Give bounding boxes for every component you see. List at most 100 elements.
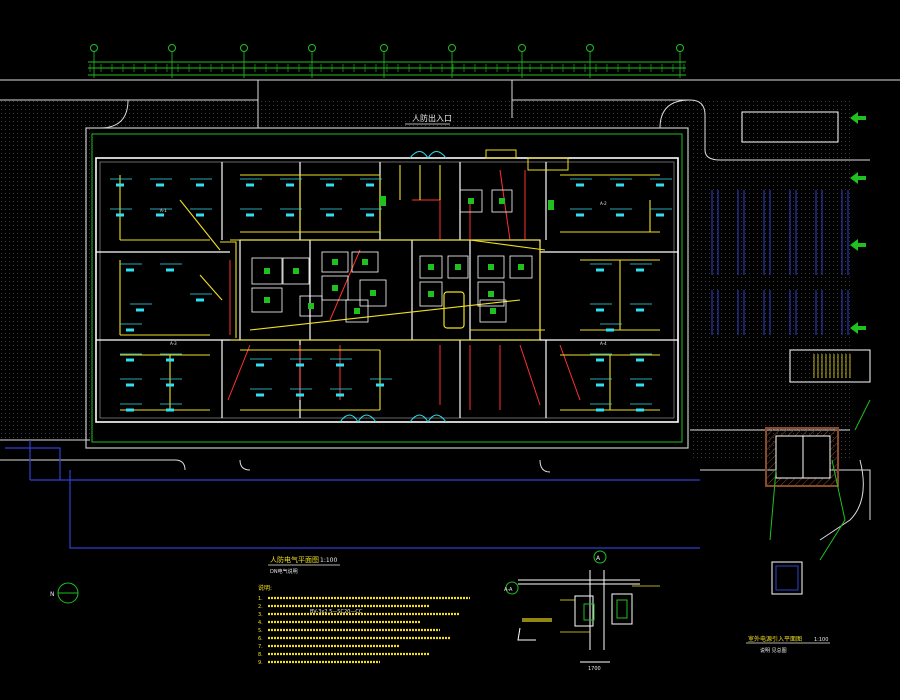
equipment-block (477, 281, 505, 307)
equipment-block (299, 295, 323, 317)
light-fixture-icon (286, 213, 294, 217)
green-arrow-icon (850, 112, 866, 124)
light-fixture-icon (246, 213, 254, 217)
equipment-block (345, 299, 369, 323)
equipment-blocks (251, 149, 569, 329)
detail-dim: 1700 (588, 666, 601, 672)
light-fixture-icon (166, 408, 174, 412)
light-fixture-icon (246, 183, 254, 187)
axis-bubble-icon (586, 44, 594, 52)
top-right-block (741, 111, 839, 143)
light-fixture-icon (606, 328, 614, 332)
light-fixture-icon (576, 213, 584, 217)
label-box (527, 157, 569, 171)
light-fixture-icon (616, 183, 624, 187)
light-fixture-icon (636, 408, 644, 412)
parking-stripes (711, 190, 849, 335)
equipment-block (359, 279, 387, 307)
light-fixture-icon (366, 213, 374, 217)
equipment-block (321, 251, 349, 273)
site-scale: 1:100 (814, 637, 828, 643)
label-box (485, 149, 517, 159)
entrance-label: 人防出入口 (412, 113, 452, 123)
site-substation-box (771, 561, 803, 595)
earth-fill-right (690, 100, 850, 460)
notes-heading: 说明: (258, 584, 272, 592)
axis-bubble-icon (448, 44, 456, 52)
green-arrow-icon (850, 239, 866, 251)
note-line: 4. (258, 620, 263, 626)
equipment-block (459, 189, 483, 213)
light-fixture-icon (166, 383, 174, 387)
light-fixture-icon (166, 358, 174, 362)
equipment-block (282, 257, 310, 285)
equipment-block (419, 255, 443, 279)
annex-stair (789, 349, 871, 383)
light-fixture-icon (156, 213, 164, 217)
light-fixture-icon (126, 328, 134, 332)
light-fixtures (110, 178, 672, 412)
light-fixture-icon (116, 213, 124, 217)
light-fixture-icon (596, 268, 604, 272)
light-fixture-icon (196, 298, 204, 302)
detail-bubble-a (593, 550, 607, 564)
site-subtitle: 说明 见总图 (760, 647, 787, 654)
light-fixture-icon (326, 183, 334, 187)
north-arrow-icon: N (50, 582, 79, 604)
dimension-ticks (89, 64, 685, 72)
equipment-block (477, 255, 505, 279)
axis-bubble-icon (240, 44, 248, 52)
light-fixture-icon (286, 183, 294, 187)
axis-bubble-icon (168, 44, 176, 52)
light-fixture-icon (636, 308, 644, 312)
site-title: 室外电源引入平面图 (748, 635, 802, 643)
axis-bubble-icon (380, 44, 388, 52)
green-arrow-icon (850, 172, 866, 184)
light-fixture-icon (256, 393, 264, 397)
site-roads (0, 79, 900, 541)
note-line: 6. (258, 636, 263, 642)
light-fixture-icon (596, 408, 604, 412)
detail-bubble-b (505, 581, 519, 595)
interior-walls (96, 162, 678, 418)
light-fixture-icon (256, 363, 264, 367)
light-fixture-icon (116, 183, 124, 187)
room-tag-1: A-1 (160, 208, 167, 213)
axis-bubbles (90, 44, 684, 78)
light-fixture-icon (636, 268, 644, 272)
room-tag-2: A-2 (600, 201, 607, 206)
light-fixture-icon (196, 213, 204, 217)
light-fixture-icon (196, 183, 204, 187)
note-line: 3. (258, 612, 263, 618)
light-fixture-icon (596, 308, 604, 312)
door-swings (339, 151, 447, 423)
light-fixture-icon (126, 268, 134, 272)
light-fixture-icon (126, 408, 134, 412)
light-fixture-icon (616, 213, 624, 217)
green-arrow-icon (850, 322, 866, 334)
notes-list: 1. 2. 3. 4. 5. 6. 7. 8. 9. BV-3x2.5—SC20… (258, 596, 470, 666)
light-fixture-icon (656, 213, 664, 217)
light-fixture-icon (656, 183, 664, 187)
light-fixture-icon (336, 363, 344, 367)
equipment-block (419, 281, 443, 307)
equipment-block (251, 287, 283, 313)
light-fixture-icon (636, 383, 644, 387)
plan-scale: 1:100 (320, 557, 337, 564)
equipment-block (479, 299, 507, 323)
substation (765, 427, 839, 487)
earth-fill-left (0, 100, 90, 440)
highlight-box (443, 291, 465, 329)
light-fixture-icon (156, 183, 164, 187)
equipment-block (509, 255, 533, 279)
light-fixture-icon (126, 383, 134, 387)
detail-tag-b: A-A (504, 587, 513, 593)
axis-bubble-icon (90, 44, 98, 52)
light-fixture-icon (126, 358, 134, 362)
equipment-block (321, 275, 349, 301)
equipment-block (351, 251, 379, 273)
light-fixture-icon (596, 358, 604, 362)
green-arrow-icons (850, 112, 866, 334)
axis-bubble-icon (518, 44, 526, 52)
